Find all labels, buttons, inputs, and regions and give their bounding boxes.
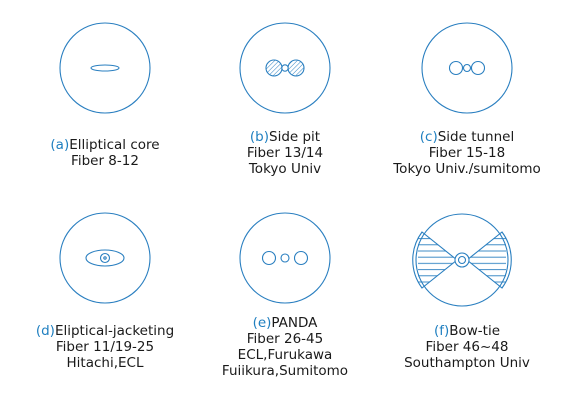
fiber-b-right-pit — [287, 59, 305, 77]
fiber-f-cladding-ring — [454, 252, 470, 268]
caption-d-name: Eliptical-jacketing — [54, 323, 175, 339]
caption-a-line-1: Fiber 8-12 — [71, 153, 139, 169]
fiber-c-cladding — [421, 22, 513, 114]
fiber-b-left-pit — [265, 59, 283, 77]
caption-e-name: PANDA — [271, 315, 318, 331]
caption-e-letter: (e) — [252, 315, 272, 331]
fiber-e-right-stress-rod — [293, 250, 309, 266]
fiber-c-core — [462, 63, 472, 73]
caption-e-line-1: Fiber 26-45 — [246, 331, 324, 347]
caption-a: (a)Elliptical core Fiber 8-12 — [10, 137, 200, 169]
fiber-c-side-tunnel — [421, 22, 513, 114]
caption-c-name: Side tunnel — [437, 129, 515, 145]
caption-e: (e)PANDA Fiber 26-45 ECL,Furukawa Fuiiku… — [190, 315, 380, 379]
caption-c-line-1: Fiber 15-18 — [428, 145, 506, 161]
fiber-d-eliptical-jacketing — [59, 212, 151, 304]
caption-b-line-1: Fiber 13/14 — [246, 145, 324, 161]
caption-b-name: Side pit — [269, 129, 321, 145]
fiber-d-elliptical-jacket — [85, 249, 125, 267]
fiber-e-panda — [239, 212, 331, 304]
caption-f: (f)Bow-tie Fiber 46~48 Southampton Univ — [372, 323, 562, 371]
fiber-d-core — [103, 256, 107, 260]
caption-f-name: Bow-tie — [449, 323, 501, 339]
caption-e-line-3: Fuiikura,Sumitomo — [221, 363, 349, 379]
caption-c-line-2: Tokyo Univ./sumitomo — [393, 161, 541, 177]
caption-a-name: Elliptical core — [69, 137, 160, 153]
fiber-a-cladding — [59, 22, 151, 114]
fiber-f-bow-tie — [412, 213, 512, 307]
fiber-b-core — [281, 64, 289, 72]
caption-b-line-2: Tokyo Univ — [248, 161, 322, 177]
caption-d-letter: (d) — [35, 323, 55, 339]
caption-c: (c)Side tunnel Fiber 15-18 Tokyo Univ./s… — [372, 129, 562, 177]
fiber-a-elliptical-core-shape — [90, 64, 120, 72]
fiber-e-cladding — [239, 212, 331, 304]
fiber-c-left-tunnel — [448, 60, 464, 76]
fiber-f-cladding — [415, 213, 509, 307]
caption-f-letter: (f) — [433, 323, 450, 339]
fiber-b-cladding — [239, 22, 331, 114]
caption-e-line-2: ECL,Furukawa — [237, 347, 333, 363]
caption-a-letter: (a) — [50, 137, 70, 153]
fiber-d-cladding — [59, 212, 151, 304]
fiber-f-core — [457, 255, 467, 265]
fiber-b-side-pit — [239, 22, 331, 114]
fiber-f-right-bow — [466, 231, 512, 289]
fiber-e-core — [280, 253, 290, 263]
caption-f-line-2: Southampton Univ — [404, 355, 530, 371]
fiber-d-inner-ring — [99, 252, 111, 264]
fiber-f-left-bow — [412, 231, 458, 289]
fiber-f-left-bow-hatch — [418, 232, 457, 288]
fiber-c-right-tunnel — [470, 60, 486, 76]
fiber-f-right-bow-hatch — [467, 232, 506, 288]
caption-f-line-1: Fiber 46~48 — [425, 339, 509, 355]
caption-b: (b)Side pit Fiber 13/14 Tokyo Univ — [190, 129, 380, 177]
caption-d-line-2: Hitachi,ECL — [66, 355, 144, 371]
caption-d-line-1: Fiber 11/19-25 — [55, 339, 155, 355]
caption-b-letter: (b) — [249, 129, 269, 145]
caption-d: (d)Eliptical-jacketing Fiber 11/19-25 Hi… — [10, 323, 200, 371]
caption-c-letter: (c) — [419, 129, 438, 145]
fiber-a-elliptical-core — [59, 22, 151, 114]
fiber-e-left-stress-rod — [261, 250, 277, 266]
